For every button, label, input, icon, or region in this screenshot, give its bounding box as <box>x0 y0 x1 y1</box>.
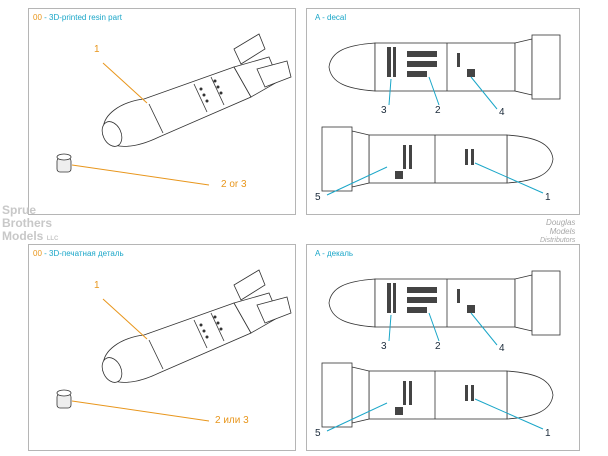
decal-callout-5: 5 <box>315 428 321 439</box>
panel-title: A - decal <box>315 13 347 22</box>
panel-title: A - декаль <box>315 249 354 258</box>
decal-callout-4: 4 <box>499 107 505 118</box>
watermark-suffix: LLC <box>46 236 59 242</box>
panel-resin-ru: 00 - 3D-печатная деталь 1 2 или 3 <box>28 244 296 451</box>
callout-1: 1 <box>94 280 100 291</box>
callout-2-or-3: 2 or 3 <box>221 179 247 190</box>
decal-callout-1: 1 <box>545 192 551 203</box>
bomb-resin-drawing <box>56 33 292 186</box>
panel-decal-ru: A - декаль <box>306 244 580 451</box>
watermark-line: Sprue <box>2 203 37 217</box>
watermark-sprue-brothers: Sprue Brothers Models LLC <box>2 204 58 246</box>
decal-callout-3: 3 <box>381 341 387 352</box>
panel-title-text: - 3D-printed resin part <box>44 13 122 22</box>
callout-2-or-3: 2 или 3 <box>215 415 249 426</box>
watermark-line: Models <box>2 229 44 243</box>
panel-title-text: - 3D-печатная деталь <box>44 249 124 258</box>
panel-resin-en: 00 - 3D-printed resin part 1 2 or 3 <box>28 8 296 215</box>
bomb-resin-drawing <box>56 269 292 422</box>
decal-callout-3: 3 <box>381 105 387 116</box>
part-number: 00 <box>33 249 42 258</box>
watermark-line: Models <box>549 227 576 236</box>
part-number: 00 <box>33 13 42 22</box>
watermark-douglas: Douglas Models Distributors <box>540 218 575 245</box>
decal-callout-5: 5 <box>315 192 321 203</box>
watermark-line: Brothers <box>2 216 53 230</box>
watermark-line: Douglas <box>546 218 576 227</box>
decal-callout-4: 4 <box>499 343 505 354</box>
decal-callout-1: 1 <box>545 428 551 439</box>
decal-callout-2: 2 <box>435 105 441 116</box>
watermark-line: Distributors <box>540 237 576 244</box>
panel-title: 00 - 3D-печатная деталь <box>33 249 124 258</box>
callout-1: 1 <box>94 44 100 55</box>
panel-title: 00 - 3D-printed resin part <box>33 13 122 22</box>
bomb-decal-drawing <box>321 34 561 196</box>
bomb-decal-drawing <box>321 270 561 432</box>
panel-decal-en: A - decal <box>306 8 580 215</box>
decal-callout-2: 2 <box>435 341 441 352</box>
